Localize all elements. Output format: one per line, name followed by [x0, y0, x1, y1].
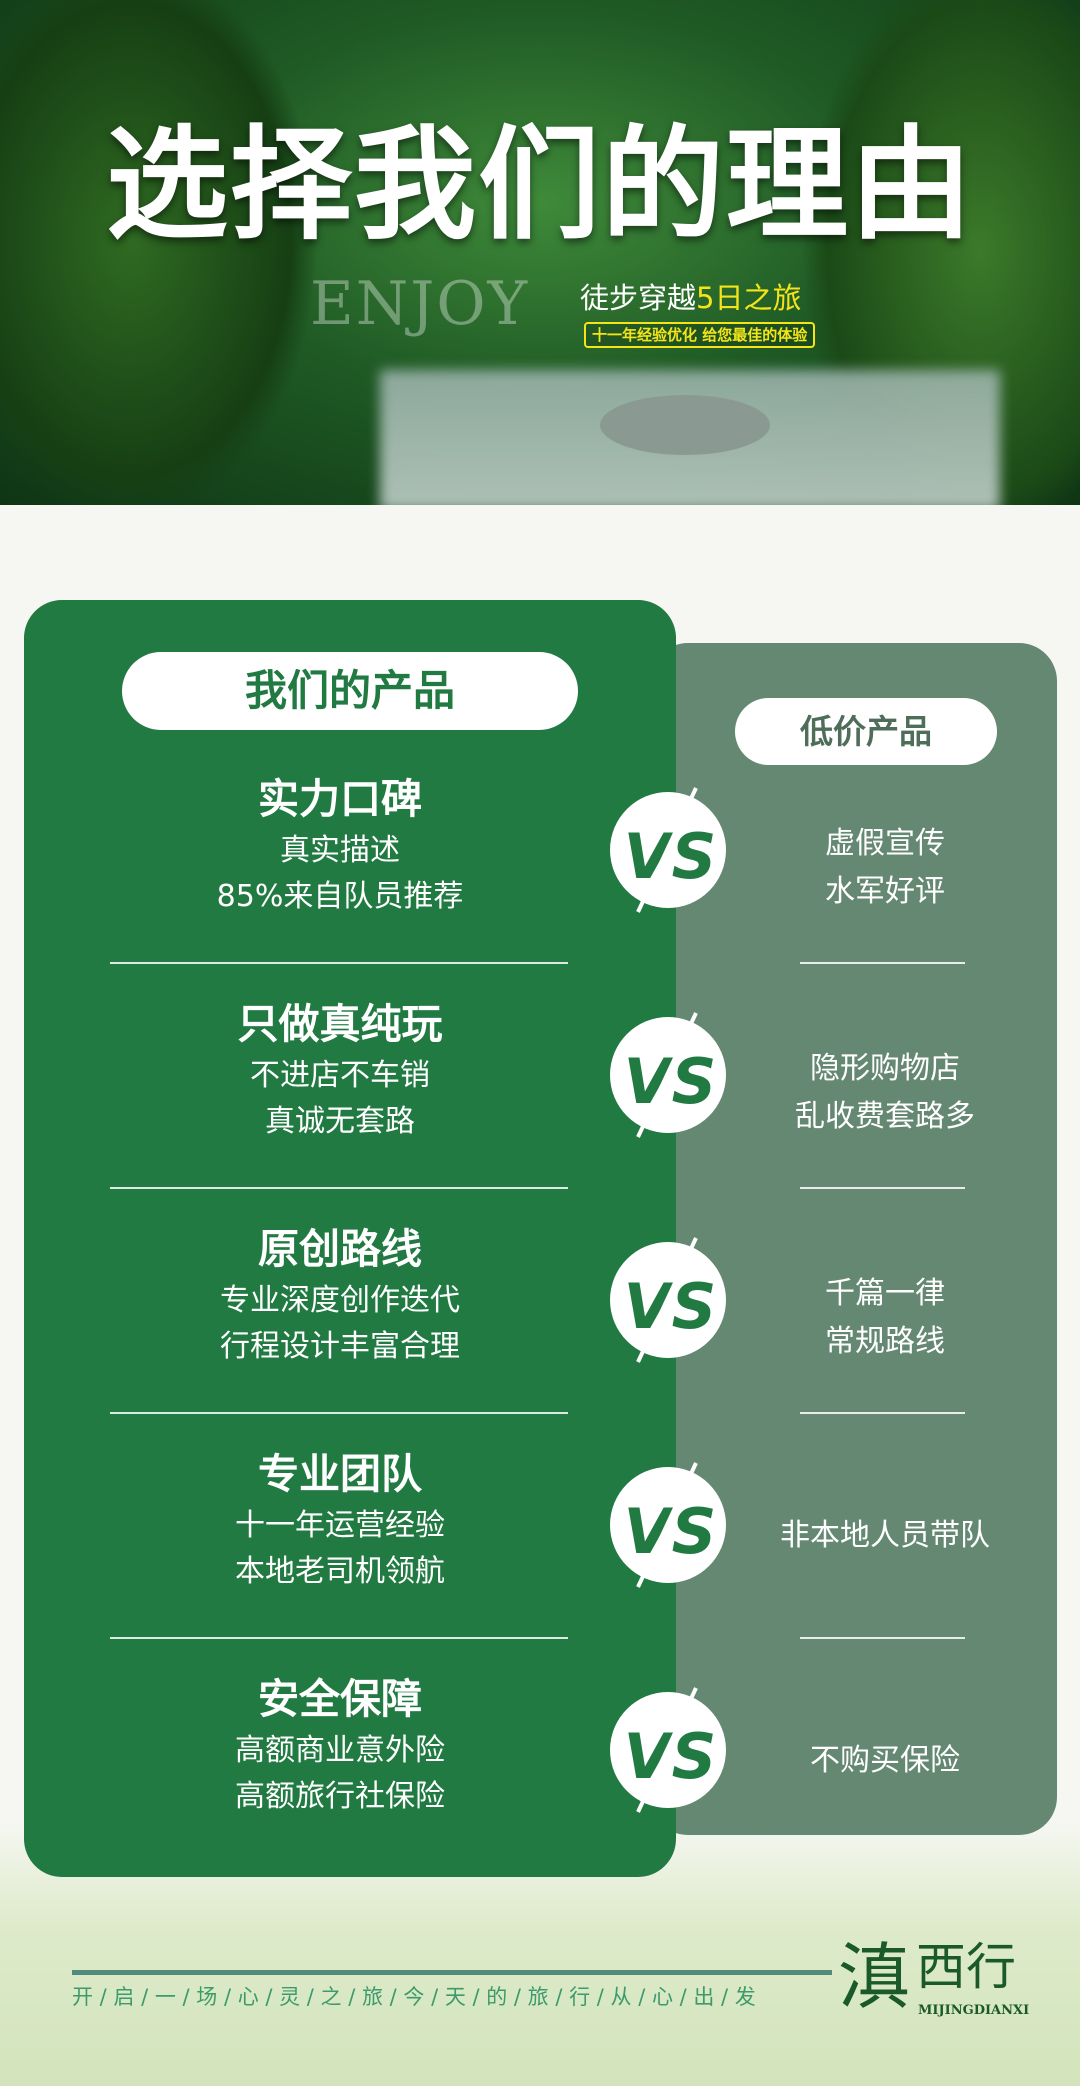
- competitor-detail: 常规路线: [825, 1324, 945, 1359]
- row-title: 专业团队: [258, 1450, 422, 1498]
- row-divider: [800, 1637, 965, 1639]
- row-detail: 高额旅行社保险: [235, 1779, 445, 1814]
- row-title: 安全保障: [258, 1675, 422, 1723]
- footer-divider: [72, 1970, 832, 1975]
- page-title: 选择我们的理由: [106, 114, 974, 256]
- competitor-row: 非本地人员带队: [750, 1512, 1020, 1560]
- vs-label: VS: [624, 1270, 717, 1343]
- our-product-heading: 我们的产品: [122, 652, 578, 730]
- our-row: 只做真纯玩 不进店不车销真诚无套路: [110, 995, 570, 1145]
- competitor-detail: 非本地人员带队: [780, 1518, 990, 1553]
- competitor-detail: 不购买保险: [810, 1743, 960, 1778]
- vs-icon: VS: [610, 787, 726, 913]
- rock: [600, 395, 770, 455]
- row-divider: [110, 1637, 568, 1639]
- competitor-row: 千篇一律常规路线: [750, 1270, 1020, 1366]
- row-detail: 本地老司机领航: [235, 1554, 445, 1589]
- our-row: 原创路线 专业深度创作迭代行程设计丰富合理: [110, 1220, 570, 1370]
- row-detail: 真诚无套路: [265, 1104, 415, 1139]
- our-row: 实力口碑 真实描述 85%来自队员推荐: [110, 770, 570, 920]
- row-divider: [110, 962, 568, 964]
- jungle-foliage-left: [0, 0, 320, 505]
- hero-tagline: 十一年经验优化 给您最佳的体验: [584, 322, 816, 348]
- vs-label: VS: [624, 1045, 717, 1118]
- row-divider: [800, 1412, 965, 1414]
- row-title: 实力口碑: [258, 775, 422, 823]
- hero-subtitle: 徒步穿越5日之旅: [580, 281, 802, 315]
- row-divider: [800, 962, 965, 964]
- row-divider: [800, 1187, 965, 1189]
- logo-char: 滇: [838, 1935, 911, 2019]
- vs-label: VS: [624, 1495, 717, 1568]
- row-detail: 专业深度创作迭代: [220, 1283, 460, 1318]
- footer-slogan: 开 / 启 / 一 / 场 / 心 / 灵 / 之 / 旅 / 今 / 天 / …: [72, 1985, 756, 2009]
- vs-icon: VS: [610, 1462, 726, 1588]
- row-detail: 85%来自队员推荐: [216, 879, 464, 914]
- row-detail: 高额商业意外险: [235, 1733, 445, 1768]
- row-title: 只做真纯玩: [237, 1000, 443, 1048]
- row-divider: [110, 1187, 568, 1189]
- competitor-row: 隐形购物店乱收费套路多: [750, 1045, 1020, 1141]
- vs-icon: VS: [610, 1237, 726, 1363]
- row-divider: [110, 1412, 568, 1414]
- competitor-heading: 低价产品: [735, 698, 997, 765]
- row-detail: 不进店不车销: [250, 1058, 430, 1093]
- competitor-detail: 乱收费套路多: [795, 1099, 975, 1134]
- our-row: 安全保障 高额商业意外险高额旅行社保险: [110, 1670, 570, 1820]
- vs-label: VS: [624, 820, 717, 893]
- hero-banner: ENJOY 选择我们的理由 徒步穿越5日之旅 十一年经验优化 给您最佳的体验: [0, 0, 1080, 505]
- logo-text: 西行: [916, 1938, 1016, 1996]
- row-detail: 行程设计丰富合理: [220, 1329, 460, 1364]
- brand-logo: 滇 西行 MIJINGDIANXI: [838, 1935, 1068, 2035]
- competitor-detail: 隐形购物店: [810, 1051, 960, 1086]
- row-detail: 真实描述: [280, 833, 400, 868]
- our-row: 专业团队 十一年运营经验本地老司机领航: [110, 1445, 570, 1595]
- competitor-row: 虚假宣传水军好评: [750, 820, 1020, 916]
- vs-label: VS: [624, 1720, 717, 1793]
- logo-pinyin: MIJINGDIANXI: [918, 2003, 1030, 2018]
- competitor-detail: 水军好评: [825, 874, 945, 909]
- competitor-detail: 虚假宣传: [825, 826, 945, 861]
- vs-icon: VS: [610, 1012, 726, 1138]
- competitor-row: 不购买保险: [750, 1737, 1020, 1785]
- row-detail: 十一年运营经验: [235, 1508, 445, 1543]
- vs-icon: VS: [610, 1687, 726, 1813]
- row-title: 原创路线: [258, 1225, 422, 1273]
- competitor-detail: 千篇一律: [825, 1276, 945, 1311]
- our-product-card: [24, 600, 676, 1877]
- enjoy-watermark: ENJOY: [310, 269, 530, 339]
